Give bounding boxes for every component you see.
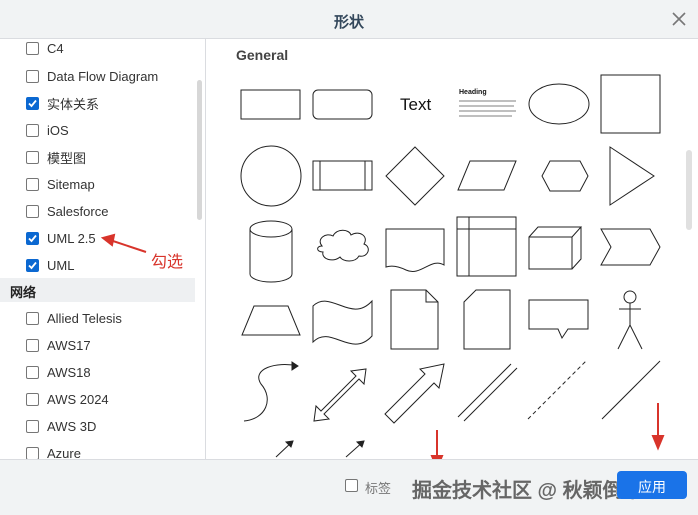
heading-shape: Heading [459,89,487,96]
checkbox[interactable] [26,392,39,406]
section-header-label: 网络 [10,285,37,300]
library-item[interactable]: Allied Telesis [26,307,122,329]
checkbox[interactable] [26,69,39,83]
shapes-section-title: General [236,47,289,63]
library-list[interactable]: C4 Data Flow Diagram 实体关系 iOS 模型图 Sitema… [0,39,206,459]
checkbox[interactable] [26,446,39,459]
close-icon[interactable] [670,10,688,28]
library-item[interactable]: AWS18 [26,361,91,383]
library-item-label: Sitemap [47,176,95,192]
square-shape [600,74,661,134]
library-item[interactable]: AWS 3D [26,415,96,437]
checkbox-checked[interactable] [26,258,39,272]
note-shape [390,289,439,350]
checkbox[interactable] [26,41,39,55]
library-item[interactable]: Data Flow Diagram [26,65,158,87]
check-icon [28,234,37,242]
checkbox[interactable] [26,311,39,325]
checkbox[interactable] [26,338,39,352]
library-item[interactable]: iOS [26,119,69,141]
library-item[interactable]: Sitemap [26,173,95,195]
bidirectional-arrow-shape [313,368,367,422]
diamond-shape [385,146,445,206]
check-icon [28,261,37,269]
line-shape [601,360,661,420]
internal-storage-shape [456,216,517,277]
step-shape [600,228,661,266]
library-item[interactable]: AWS17 [26,334,91,356]
apply-button[interactable]: 应用 [617,471,687,499]
circle-shape [240,145,302,207]
library-item-label: iOS [47,122,69,138]
library-item[interactable]: C4 [26,39,64,59]
library-item[interactable]: 模型图 [26,146,86,168]
checkbox-checked[interactable] [26,96,39,110]
annotation-label: 勾选 [151,254,184,271]
cylinder-shape [249,229,293,283]
library-item[interactable]: UML 2.5 [26,227,96,249]
library-item-label: Data Flow Diagram [47,68,159,84]
section-header-network[interactable]: 网络 [0,278,195,302]
curve-shape [243,364,299,422]
rounded-rectangle-shape [312,89,373,120]
tags-label: 标签 [365,481,392,496]
checkbox[interactable] [26,123,39,137]
rectangle-shape [240,89,301,120]
library-item-label: AWS 3D [47,418,97,434]
dashed-line-shape [527,360,587,420]
library-item-label: UML 2.5 [47,230,96,246]
library-item-label: Azure [47,445,81,460]
library-item-label: AWS 2024 [47,391,109,407]
right-scrollbar[interactable] [686,150,692,230]
dialog-title: 形状 [333,14,364,31]
parallelogram-shape [457,160,517,191]
hexagon-shape [541,160,589,192]
cube-shape [528,226,583,270]
checkbox[interactable] [26,365,39,379]
library-item[interactable]: Salesforce [26,200,108,222]
trapezoid-shape [241,305,301,336]
check-icon [28,99,37,107]
library-item-label: C4 [47,40,64,56]
library-item[interactable]: AWS 2024 [26,388,109,410]
library-item-label: 模型图 [47,150,87,166]
tape-shape [312,299,373,345]
apply-button-label: 应用 [638,479,666,495]
arrow-shape [384,363,445,424]
library-item[interactable]: Azure [26,442,81,459]
checkbox[interactable] [26,177,39,191]
ellipse-shape [528,83,590,125]
library-item[interactable]: UML [26,254,74,276]
card-shape [463,289,511,350]
checkbox[interactable] [26,204,39,218]
shapes-grid[interactable]: Text Heading [206,39,698,459]
triangle-shape [609,146,655,206]
library-item-label: UML [47,257,75,273]
actor-shape [623,290,637,304]
library-item-label: 实体关系 [47,96,100,112]
checkbox-checked[interactable] [26,231,39,245]
checkbox[interactable] [26,150,39,164]
heading-body-lines [459,100,516,117]
library-item-label: AWS17 [47,337,91,353]
cloud-shape [317,229,369,262]
process-shape [312,160,373,191]
dialog-titlebar: 形状 [0,0,698,39]
library-item-label: Allied Telesis [47,310,122,326]
callout-shape [528,299,589,340]
library-item-label: Salesforce [47,203,109,219]
document-shape [385,228,445,272]
text-shape: Text [400,95,431,114]
library-item-label: AWS18 [47,364,91,380]
checkbox[interactable] [26,419,39,433]
shapes-panel: General [206,39,698,459]
library-item[interactable]: 实体关系 [26,92,99,114]
watermark: 掘金技术社区 @ 秋颖倒不置 [412,480,663,502]
double-line-shape [457,363,518,422]
tags-checkbox[interactable] [345,479,358,492]
left-scrollbar[interactable] [197,80,202,220]
